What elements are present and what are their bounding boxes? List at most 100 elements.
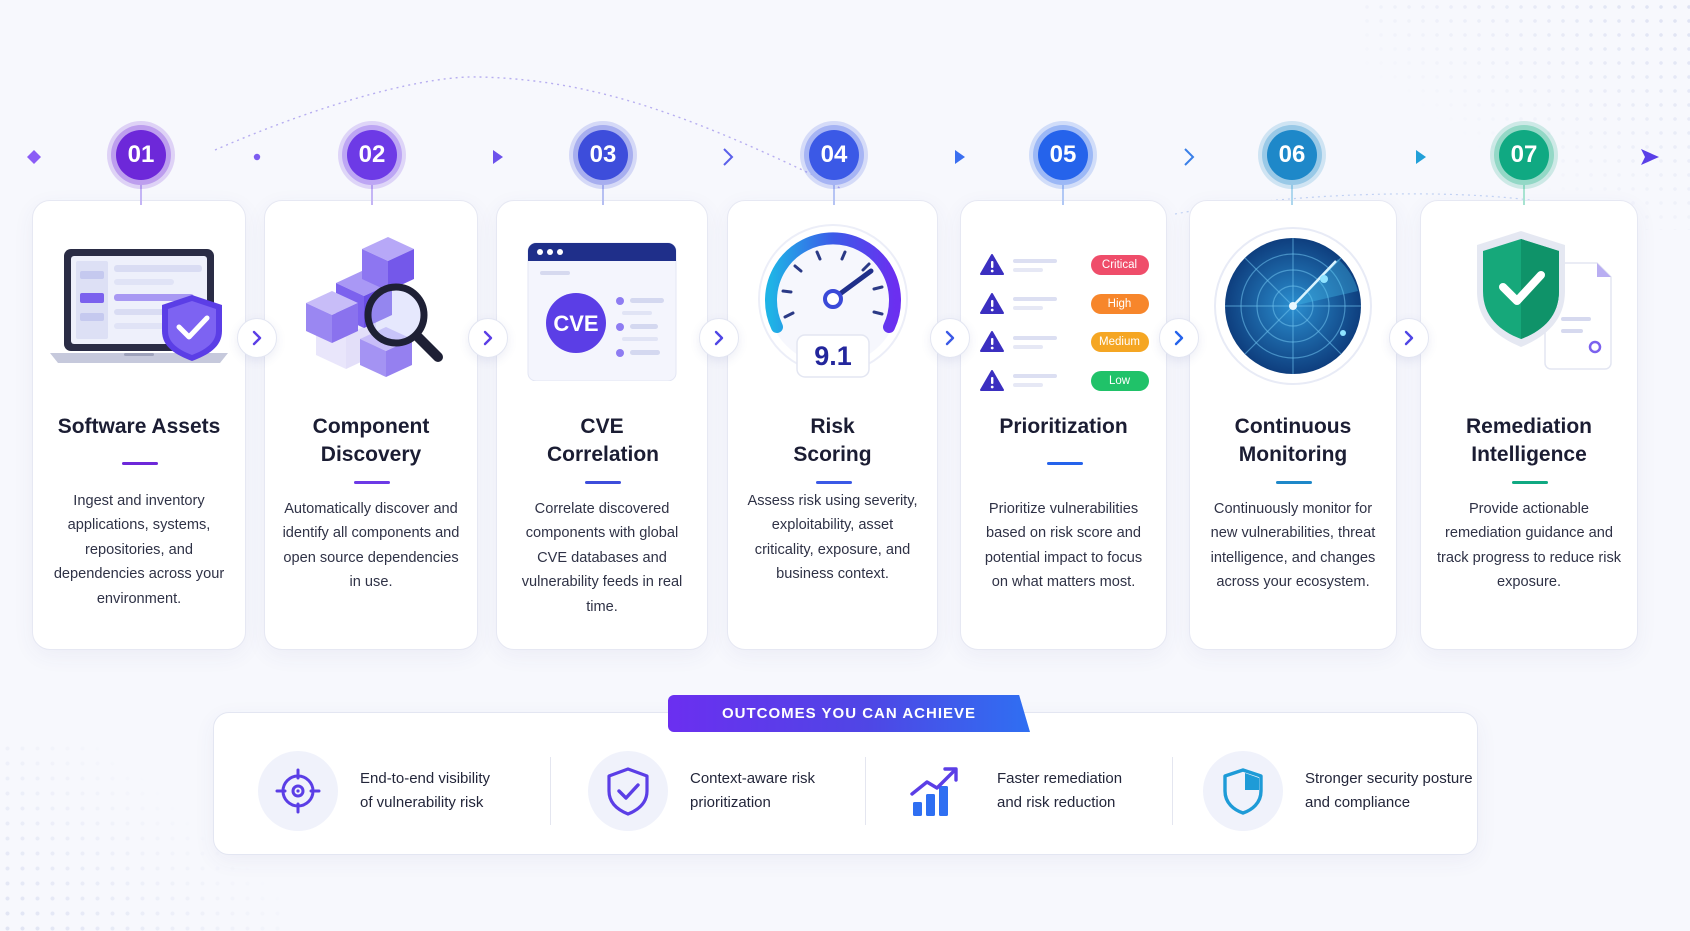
timeline-dot <box>253 153 261 161</box>
outcome-item: Context-aware risk prioritization <box>588 750 815 832</box>
step-description: Prioritize vulnerabilities based on risk… <box>984 501 1143 591</box>
outcome-text: Faster remediation and risk reduction <box>997 770 1123 811</box>
outcome-item: Stronger security posture and compliance <box>1203 750 1473 832</box>
priority-line <box>1012 374 1057 388</box>
timeline-arc-right <box>1174 193 1561 215</box>
outcome-text: Context-aware risk prioritization <box>690 770 816 811</box>
next-step-chevron <box>1159 318 1199 358</box>
priority-pill-low: Low <box>1090 370 1149 391</box>
step-number-badge-03: 03 <box>573 125 633 185</box>
step-number-badge-06: 06 <box>1262 125 1322 185</box>
outcomes-label: OUTCOMES YOU CAN ACHIEVE <box>668 695 1030 732</box>
step-number-badge-07: 07 <box>1494 125 1554 185</box>
timeline-arrow <box>493 150 503 164</box>
step-title: Prioritization <box>999 415 1128 438</box>
outcome-item: End-to-end visibility of vulnerability r… <box>258 750 490 832</box>
chevron-right-icon <box>1404 330 1414 346</box>
step-title: CVE Correlation <box>547 415 660 466</box>
priority-row: Medium <box>979 323 1149 362</box>
timeline-arc <box>214 76 841 189</box>
shield-check-icon <box>588 751 668 831</box>
priority-pill-critical: Critical <box>1090 255 1149 276</box>
step-divider <box>122 462 158 465</box>
step-description: Assess risk using severity, exploitabili… <box>747 493 918 583</box>
badge-connector <box>1062 183 1064 205</box>
step-title: Risk Scoring <box>793 415 872 466</box>
next-step-chevron <box>237 318 277 358</box>
badge-connector <box>833 183 835 205</box>
step-divider <box>816 481 852 484</box>
step-card-component-discovery: Component Discovery Automatically discov… <box>264 200 478 650</box>
step-number-badge-05: 05 <box>1033 125 1093 185</box>
step-title: Software Assets <box>57 415 221 438</box>
shield-segment-icon <box>1203 751 1283 831</box>
warning-icon <box>979 254 1004 276</box>
timeline-end-arrow <box>1641 149 1659 165</box>
timeline-chevron <box>723 148 734 166</box>
cubes-magnifier-icon <box>265 221 477 391</box>
badge-connector <box>1291 183 1293 205</box>
warning-icon <box>979 369 1004 391</box>
step-card-software-assets: Software Assets Ingest and inventory app… <box>32 200 246 650</box>
chevron-right-icon <box>252 330 262 346</box>
target-icon <box>258 751 338 831</box>
step-divider <box>354 481 390 484</box>
step-divider <box>585 481 621 484</box>
risk-gauge-icon: 9.1 <box>728 221 937 391</box>
timeline-arrow <box>1416 150 1426 164</box>
cve-window-icon: CVE <box>497 221 707 391</box>
outcome-divider <box>1172 757 1173 825</box>
step-description: Provide actionable remediation guidance … <box>1436 501 1622 591</box>
priority-line <box>1012 335 1057 349</box>
step-card-cve-correlation: CVE CVE Correlation Correlate discovered… <box>496 200 708 650</box>
badge-connector <box>371 183 373 205</box>
step-description: Continuously monitor for new vulnerabili… <box>1210 501 1376 591</box>
laptop-shield-icon <box>33 221 245 391</box>
priority-line <box>1012 258 1057 272</box>
risk-score: 9.1 <box>814 341 852 371</box>
shield-check-document-icon <box>1421 221 1637 391</box>
step-divider <box>1276 481 1312 484</box>
step-description: Ingest and inventory applications, syste… <box>53 493 225 607</box>
step-title: Component Discovery <box>312 415 430 466</box>
outcome-text: End-to-end visibility of vulnerability r… <box>360 770 491 811</box>
timeline-chevron <box>1184 148 1195 166</box>
badge-connector <box>602 183 604 205</box>
timeline-start-diamond <box>27 150 41 164</box>
step-number-badge-01: 01 <box>111 125 171 185</box>
chevron-right-icon <box>483 330 493 346</box>
next-step-chevron <box>699 318 739 358</box>
bar-chart-growth-icon <box>895 751 975 831</box>
step-card-continuous-monitoring: Continuous Monitoring Continuously monit… <box>1189 200 1397 650</box>
chevron-right-icon <box>945 330 955 346</box>
outcome-divider <box>550 757 551 825</box>
badge-connector <box>1523 183 1525 205</box>
priority-row: High <box>979 285 1149 324</box>
cve-badge: CVE <box>553 311 598 336</box>
step-title: Continuous Monitoring <box>1234 415 1352 466</box>
step-description: Correlate discovered components with glo… <box>521 501 683 615</box>
chevron-right-icon <box>714 330 724 346</box>
step-card-remediation-intelligence: Remediation Intelligence Provide actiona… <box>1420 200 1638 650</box>
timeline-arrow <box>955 150 965 164</box>
warning-icon <box>979 292 1004 314</box>
step-card-risk-scoring: 9.1 Risk Scoring Assess risk using sever… <box>727 200 938 650</box>
next-step-chevron <box>1389 318 1429 358</box>
priority-row: Low <box>979 362 1149 401</box>
outcome-text: Stronger security posture and compliance <box>1305 770 1473 811</box>
warning-icon <box>979 331 1004 353</box>
outcome-divider <box>865 757 866 825</box>
step-number-badge-02: 02 <box>342 125 402 185</box>
next-step-chevron <box>468 318 508 358</box>
outcome-item: Faster remediation and risk reduction <box>895 750 1122 832</box>
priority-row: Critical <box>979 246 1149 285</box>
chevron-right-icon <box>1174 330 1184 346</box>
priority-line <box>1012 297 1057 311</box>
next-step-chevron <box>930 318 970 358</box>
step-divider <box>1512 481 1548 484</box>
step-divider <box>1047 462 1083 465</box>
step-description: Automatically discover and identify all … <box>282 501 460 591</box>
